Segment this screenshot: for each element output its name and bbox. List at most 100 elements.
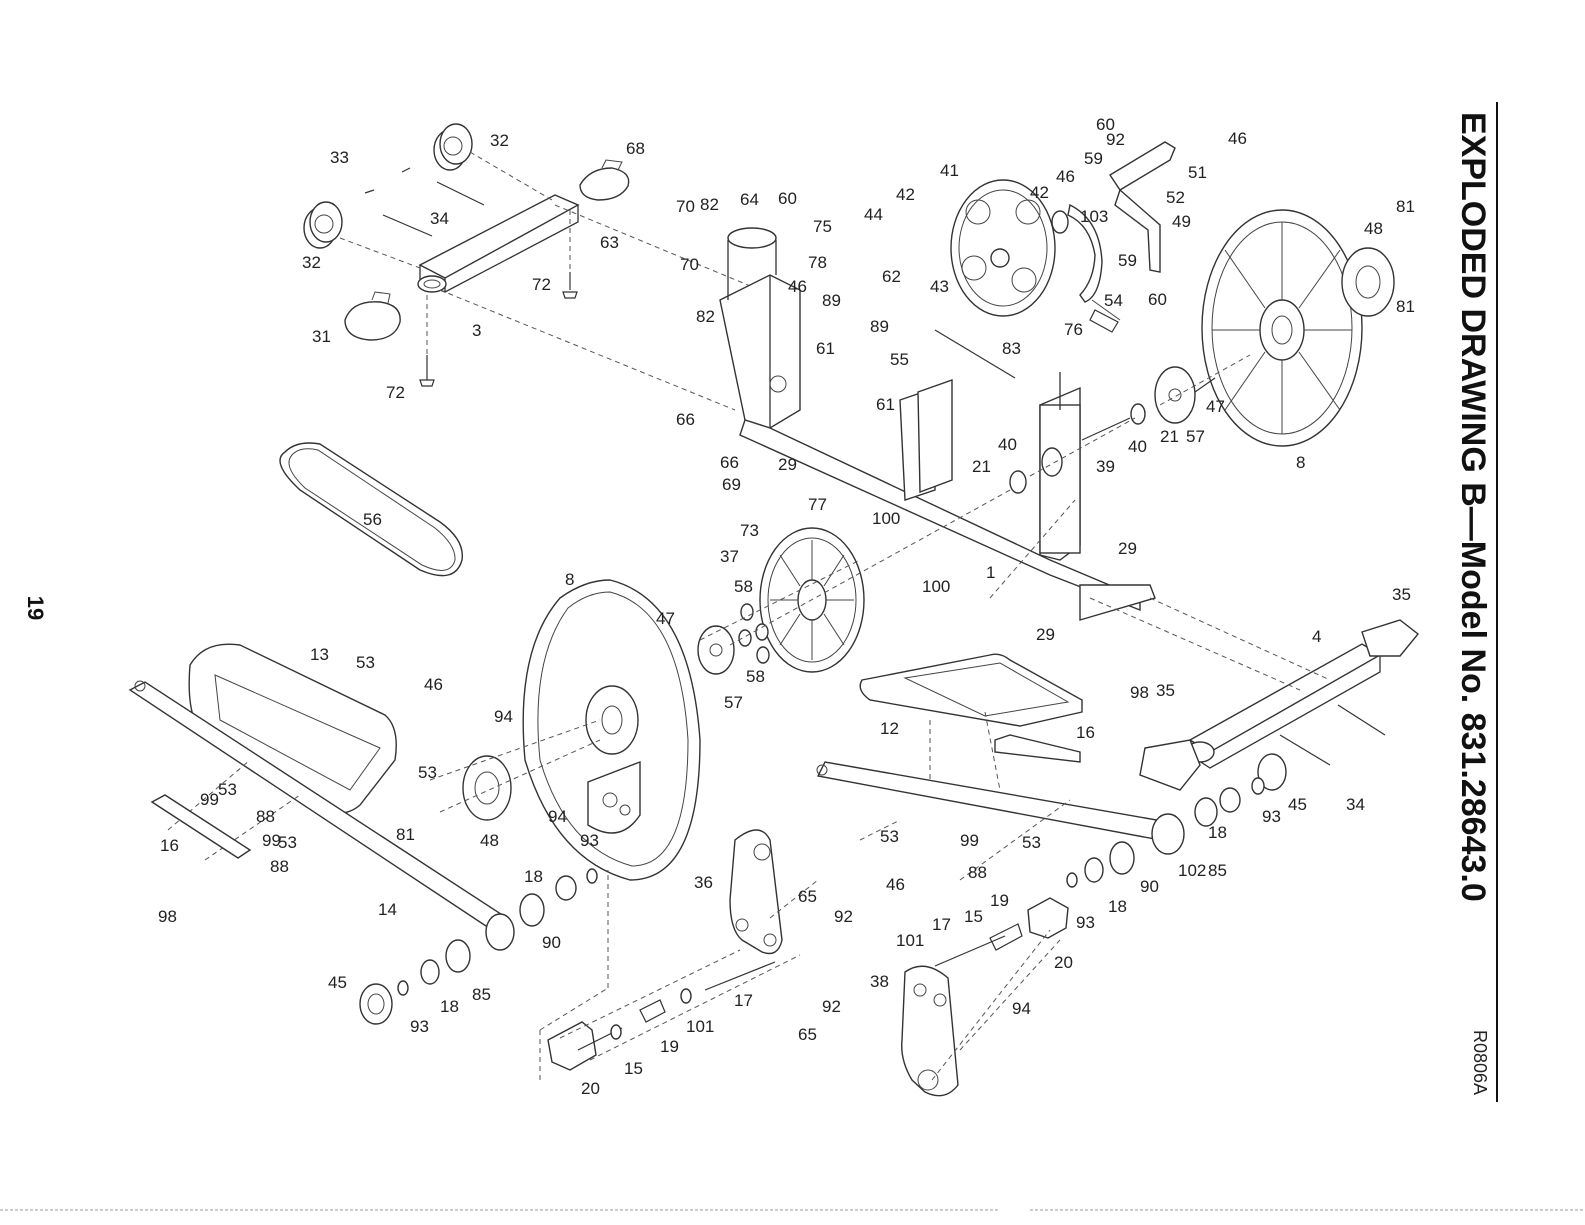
part-label: 16 <box>160 836 179 855</box>
part-label: 44 <box>864 205 883 224</box>
part-label: 93 <box>1262 807 1281 826</box>
part-label: 93 <box>410 1017 429 1036</box>
part-label: 18 <box>524 867 543 886</box>
part-label: 63 <box>600 233 619 252</box>
part-labels: 1 3 4 8 8 12 13 14 15 15 16 16 17 17 18 … <box>158 115 1415 1098</box>
part-label: 32 <box>490 131 509 150</box>
main-frame <box>719 227 1156 621</box>
part-label: 59 <box>1084 149 1103 168</box>
part-label: 14 <box>378 900 397 919</box>
part-label: 99 <box>960 831 979 850</box>
part-label: 66 <box>720 453 739 472</box>
part-label: 12 <box>880 719 899 738</box>
part-label: 57 <box>724 693 743 712</box>
part-label: 60 <box>1096 115 1115 134</box>
part-label: 100 <box>922 577 950 596</box>
part-label: 61 <box>816 339 835 358</box>
part-label: 40 <box>998 435 1017 454</box>
page-number-group: 19 <box>23 596 48 620</box>
part-label: 100 <box>872 509 900 528</box>
part-label: 88 <box>968 863 987 882</box>
left-disc-shield <box>522 579 701 881</box>
part-label: 16 <box>1076 723 1095 742</box>
front-stabilizer <box>417 194 580 293</box>
part-label: 20 <box>1054 953 1073 972</box>
part-label: 60 <box>1148 290 1167 309</box>
part-label: 70 <box>676 197 695 216</box>
part-label: 93 <box>580 831 599 850</box>
part-label: 93 <box>1076 913 1095 932</box>
part-label: 41 <box>940 161 959 180</box>
part-label: 70 <box>680 255 699 274</box>
part-label: 58 <box>734 577 753 596</box>
part-label: 45 <box>1288 795 1307 814</box>
part-label: 21 <box>1160 427 1179 446</box>
part-label: 18 <box>1108 897 1127 916</box>
crank-axle <box>934 329 1251 494</box>
part-label: 19 <box>990 891 1009 910</box>
part-label: 47 <box>656 609 675 628</box>
part-label: 94 <box>1012 999 1031 1018</box>
part-label: 45 <box>328 973 347 992</box>
part-label: 46 <box>1056 167 1075 186</box>
part-label: 101 <box>896 931 924 950</box>
part-label: 58 <box>746 667 765 686</box>
right-pulley-disc <box>1341 247 1395 317</box>
part-label: 75 <box>813 217 832 236</box>
part-label: 48 <box>480 831 499 850</box>
part-label: 47 <box>1206 397 1225 416</box>
crank-pins <box>547 787 1241 1071</box>
part-label: 34 <box>430 209 449 228</box>
left-pulley-disc <box>462 755 512 821</box>
page-number: 19 <box>23 596 48 620</box>
part-label: 85 <box>472 985 491 1004</box>
part-label: 55 <box>890 350 909 369</box>
part-label: 15 <box>624 1059 643 1078</box>
part-label: 94 <box>548 807 567 826</box>
part-label: 1 <box>986 563 995 582</box>
part-label: 82 <box>700 195 719 214</box>
part-label: 99 <box>200 790 219 809</box>
part-label: 101 <box>686 1017 714 1036</box>
part-label: 32 <box>302 253 321 272</box>
pulley-spacers <box>729 489 1011 664</box>
right-pedal-arm <box>816 761 1185 855</box>
part-label: 40 <box>1128 437 1147 456</box>
part-label: 92 <box>834 907 853 926</box>
front-wheels <box>303 123 473 249</box>
part-label: 98 <box>158 907 177 926</box>
part-label: 53 <box>278 833 297 852</box>
part-label: 60 <box>778 189 797 208</box>
part-label: 4 <box>1312 627 1321 646</box>
part-label: 98 <box>1130 683 1149 702</box>
part-label: 46 <box>424 675 443 694</box>
left-arm-hardware <box>359 868 598 1025</box>
flywheel <box>950 179 1069 317</box>
part-label: 17 <box>734 991 753 1010</box>
part-label: 42 <box>1030 183 1049 202</box>
part-label: 83 <box>1002 339 1021 358</box>
part-label: 53 <box>418 763 437 782</box>
part-label: 29 <box>1036 625 1055 644</box>
part-label: 35 <box>1392 585 1411 604</box>
part-label: 89 <box>822 291 841 310</box>
part-label: 92 <box>1106 130 1125 149</box>
part-label: 92 <box>822 997 841 1016</box>
part-label: 102 <box>1178 861 1206 880</box>
part-label: 53 <box>356 653 375 672</box>
drive-belt <box>279 442 464 577</box>
part-label: 76 <box>1064 320 1083 339</box>
part-label: 21 <box>972 457 991 476</box>
brake-arm <box>1067 141 1176 333</box>
part-label: 51 <box>1188 163 1207 182</box>
part-label: 15 <box>964 907 983 926</box>
part-label: 81 <box>1396 297 1415 316</box>
part-label: 53 <box>1022 833 1041 852</box>
part-label: 46 <box>886 875 905 894</box>
part-label: 77 <box>808 495 827 514</box>
part-label: 8 <box>1296 453 1305 472</box>
part-label: 57 <box>1186 427 1205 446</box>
drawing-title-group: EXPLODED DRAWING B—Model No. 831.28643.0 <box>1454 112 1492 902</box>
part-label: 72 <box>386 383 405 402</box>
